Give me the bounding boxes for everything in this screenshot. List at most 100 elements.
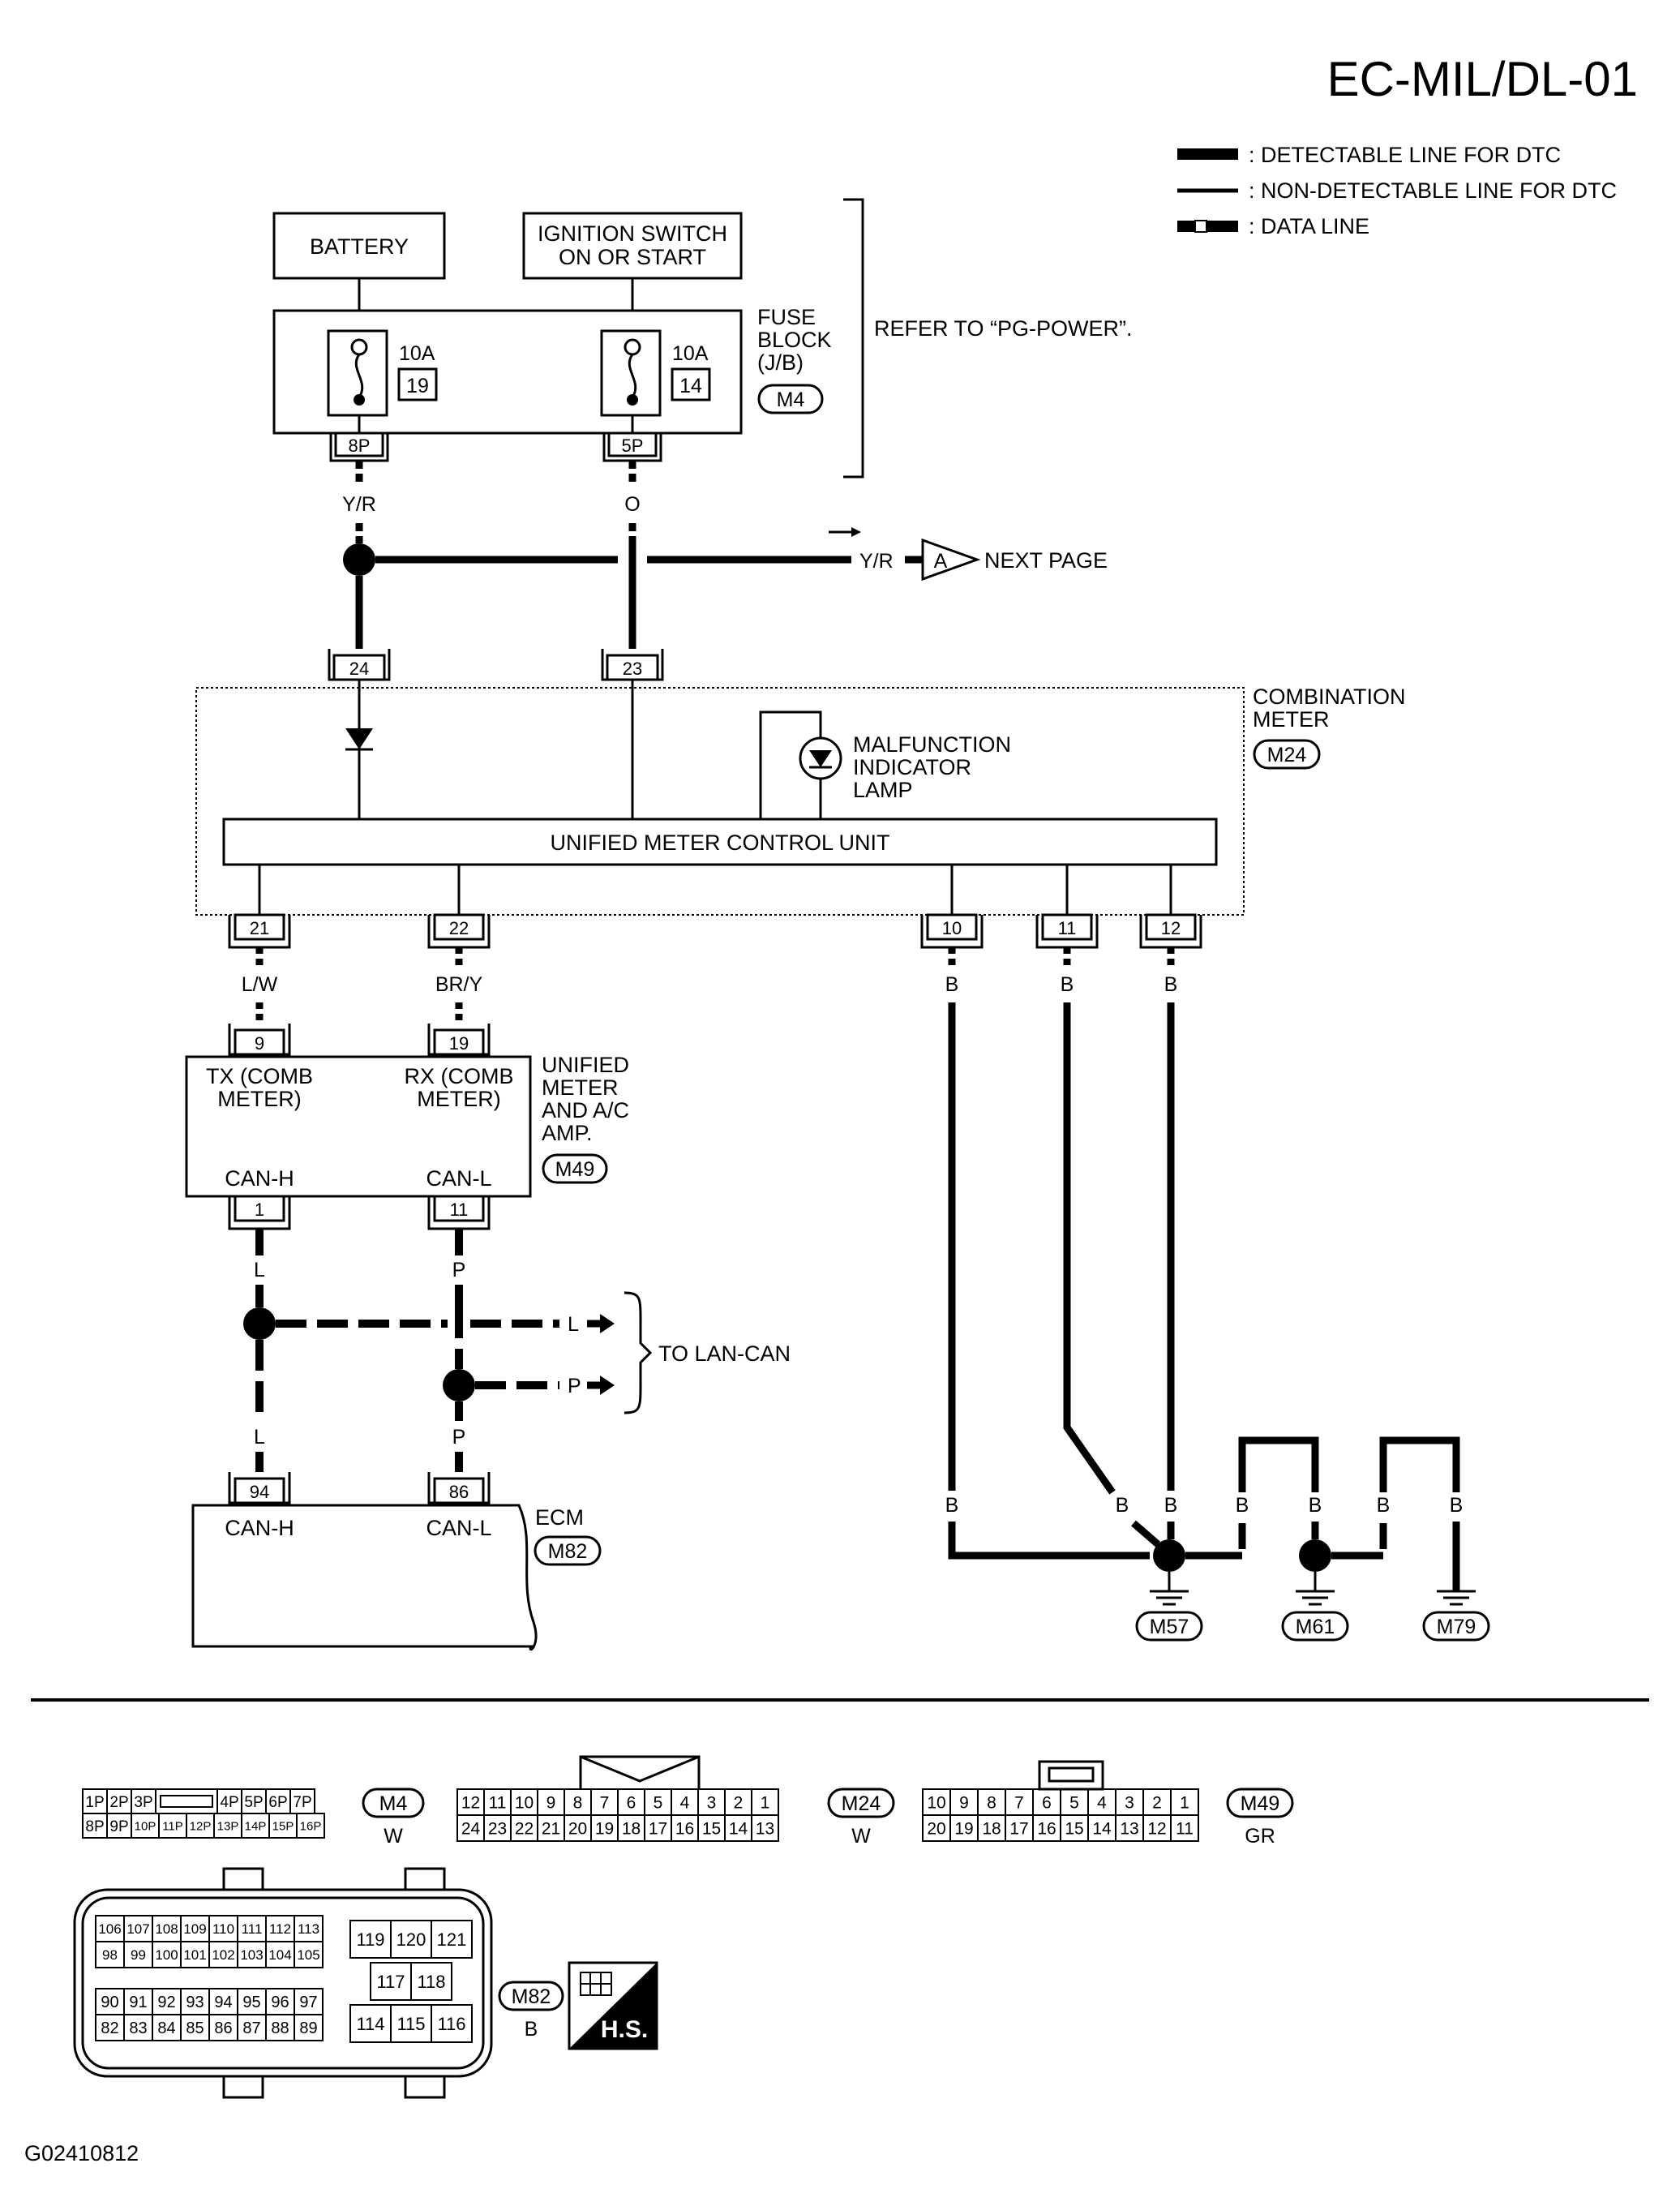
meter-pin-22: 22 bbox=[449, 918, 469, 938]
ecm-connector-badge bbox=[534, 1535, 602, 1566]
m4-pin-15P: 15P bbox=[272, 1819, 294, 1833]
amp-can-h-label: CAN-H bbox=[225, 1166, 294, 1191]
m4-pin-6P: 6P bbox=[268, 1794, 287, 1811]
connector-m82-badge bbox=[498, 1981, 564, 2011]
m24-pin-8: 8 bbox=[573, 1794, 583, 1813]
combination-meter-title-2: METER bbox=[1253, 707, 1330, 732]
m82-pin-97: 97 bbox=[299, 1994, 317, 2011]
combination-meter-box bbox=[195, 687, 1245, 916]
m82-pin-101: 101 bbox=[183, 1947, 206, 1963]
m82-pin-116: 116 bbox=[437, 2014, 465, 2034]
meter-pin-11: 11 bbox=[1058, 918, 1077, 938]
m49-pin-12: 12 bbox=[1147, 1820, 1166, 1839]
m4-pin-8P: 8P bbox=[85, 1818, 104, 1835]
meter-pin-10: 10 bbox=[942, 918, 962, 938]
m4-pin-4P: 4P bbox=[220, 1794, 238, 1811]
ecm: 94 86 CAN-H CAN-L ECM M82 bbox=[191, 1472, 602, 1651]
m49-pin-1: 1 bbox=[1180, 1794, 1189, 1813]
wire-color-bry: BR/Y bbox=[435, 973, 483, 996]
wire-color-b-left: B bbox=[945, 1494, 959, 1517]
combination-meter-connector: M24 bbox=[1267, 744, 1307, 766]
m4-pin-16P: 16P bbox=[300, 1819, 322, 1833]
m82-pin-87: 87 bbox=[242, 2019, 260, 2037]
connector-m24-id: M24 bbox=[842, 1792, 881, 1815]
m82-pin-83: 83 bbox=[129, 2019, 147, 2037]
ignition-switch-state: ON OR START bbox=[559, 245, 706, 269]
m24-pin-21-cell bbox=[537, 1814, 565, 1842]
fuse-block-title-3: (J/B) bbox=[757, 350, 804, 375]
connector-m49-badge bbox=[1226, 1788, 1294, 1818]
m24-pin-20-cell bbox=[564, 1814, 592, 1842]
m82-pin-96: 96 bbox=[271, 1994, 289, 2011]
m49-pin-20-cell bbox=[922, 1814, 951, 1842]
m82-pin-91-cell bbox=[123, 1988, 153, 2015]
m24-pin-19: 19 bbox=[595, 1820, 614, 1839]
connector-icon bbox=[580, 1972, 612, 1996]
m49-pin-11-cell bbox=[1170, 1814, 1199, 1842]
m24-pin-12-cell bbox=[456, 1788, 485, 1816]
lan-can-wire-p: P bbox=[568, 1375, 581, 1397]
unified-meter-control-unit bbox=[222, 818, 1218, 866]
m4-pin-12P: 12P bbox=[190, 1819, 212, 1833]
mil-label: MALFUNCTION bbox=[853, 732, 1011, 757]
wire-color-b-m57-out: B bbox=[1236, 1494, 1249, 1517]
m4-pin-13P: 13P bbox=[217, 1819, 239, 1833]
m24-pin-14-cell bbox=[724, 1814, 752, 1842]
m82-pin-99-cell bbox=[123, 1941, 153, 1968]
m49-pin-14-cell bbox=[1087, 1814, 1116, 1842]
amp-title-3: AND A/C bbox=[542, 1098, 629, 1122]
m49-pin-18: 18 bbox=[982, 1820, 1001, 1839]
connector-m24-badge bbox=[827, 1788, 895, 1818]
m82-pin-86: 86 bbox=[214, 2019, 232, 2037]
wire-color-yr-top: Y/R bbox=[342, 493, 376, 516]
m49-pin-15: 15 bbox=[1065, 1820, 1083, 1839]
ecm-box bbox=[191, 1504, 538, 1651]
m24-pin-5: 5 bbox=[654, 1794, 663, 1813]
m82-pin-116-cell bbox=[431, 2004, 473, 2043]
amp-pin-11: 11 bbox=[450, 1200, 469, 1220]
wire-color-b-m61-in: B bbox=[1309, 1494, 1322, 1517]
m24-pin-4-cell bbox=[671, 1788, 699, 1816]
m24-pin-15-cell bbox=[697, 1814, 726, 1842]
m49-pin-20: 20 bbox=[927, 1820, 945, 1839]
m49-pin-8: 8 bbox=[987, 1794, 996, 1813]
ecm-can-l-label: CAN-L bbox=[426, 1516, 491, 1540]
ground-m57-badge bbox=[1135, 1611, 1203, 1642]
m82-pin-99: 99 bbox=[131, 1947, 146, 1963]
m24-pin-14: 14 bbox=[729, 1820, 748, 1839]
ground-m61-badge bbox=[1281, 1611, 1349, 1642]
m49-pin-13: 13 bbox=[1120, 1820, 1138, 1839]
m82-pin-103: 103 bbox=[240, 1947, 263, 1963]
m82-pin-114: 114 bbox=[356, 2014, 384, 2034]
m82-pin-110: 110 bbox=[212, 1921, 234, 1937]
hs-badge: H.S. bbox=[568, 1961, 658, 2050]
m24-pin-8-cell bbox=[564, 1788, 592, 1816]
m24-pin-1: 1 bbox=[761, 1794, 770, 1813]
m49-pin-2-cell bbox=[1142, 1788, 1172, 1816]
m49-pin-4: 4 bbox=[1097, 1794, 1107, 1813]
m49-pin-16-cell bbox=[1032, 1814, 1061, 1842]
ground-m61: M61 bbox=[1296, 1616, 1335, 1638]
connector-m24-latch bbox=[579, 1755, 701, 1789]
wire-color-o: O bbox=[624, 493, 640, 516]
m82-pin-104-cell bbox=[265, 1941, 295, 1968]
m24-pin-23-cell bbox=[483, 1814, 512, 1842]
m24-pin-7: 7 bbox=[600, 1794, 610, 1813]
ecm-pin-86: 86 bbox=[449, 1482, 469, 1502]
m24-pin-10-cell bbox=[510, 1788, 538, 1816]
ecm-can-h-label: CAN-H bbox=[225, 1516, 294, 1540]
m82-pin-101-cell bbox=[180, 1941, 210, 1968]
m82-pin-85-cell bbox=[180, 2014, 210, 2041]
amp-pin-9: 9 bbox=[255, 1033, 264, 1054]
m82-pin-114-cell bbox=[349, 2004, 392, 2043]
wire-color-b-center: B bbox=[1164, 1494, 1178, 1517]
wire-color-b-pin12: B bbox=[1164, 973, 1178, 996]
combination-meter-connector-badge bbox=[1253, 739, 1321, 770]
m24-pin-22: 22 bbox=[515, 1820, 534, 1839]
splice-ground-m61 bbox=[1299, 1539, 1331, 1572]
next-page-connector-flag bbox=[921, 538, 981, 582]
m24-pin-15: 15 bbox=[702, 1820, 721, 1839]
amp-title: UNIFIED bbox=[542, 1053, 629, 1077]
